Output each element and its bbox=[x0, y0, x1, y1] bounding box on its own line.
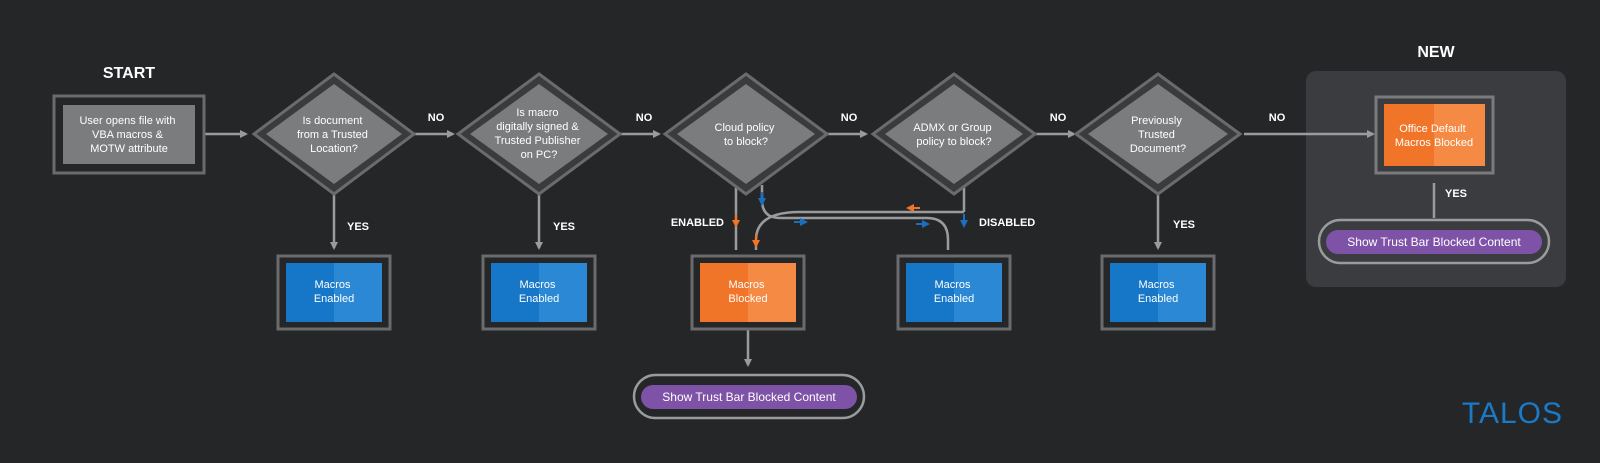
macros-enabled-5: Macros Enabled bbox=[1100, 254, 1216, 331]
svg-text:YES: YES bbox=[1445, 188, 1467, 200]
svg-text:Is document from a Trust: Is document from a Trusted Location? bbox=[297, 115, 371, 155]
svg-text:Is macro digitally signe: Is macro digitally signed & Trusted Publ… bbox=[495, 107, 584, 161]
new-label: NEW bbox=[1417, 44, 1455, 61]
decision-previously-trusted: Previously Trusted Document? bbox=[1073, 72, 1243, 196]
trust-bar-pill-2: Show Trust Bar Blocked Content bbox=[1317, 218, 1551, 265]
svg-text:NO: NO bbox=[1269, 112, 1286, 124]
svg-text:Macros Blocked: Macros Blocked bbox=[728, 279, 767, 305]
svg-text:YES: YES bbox=[553, 221, 575, 233]
trust-bar-pill-1: Show Trust Bar Blocked Content bbox=[632, 373, 866, 420]
svg-text:ADMX or Group policy to: ADMX or Group policy to block? bbox=[913, 122, 994, 148]
decision-cloud-policy: Cloud policy to block? bbox=[662, 72, 830, 196]
svg-text:YES: YES bbox=[347, 221, 369, 233]
svg-text:Office Default Macros Bl: Office Default Macros Blocked bbox=[1395, 123, 1473, 149]
svg-text:NO: NO bbox=[1050, 112, 1067, 124]
start-node: User opens file with VBA macros & MOTW a… bbox=[52, 94, 206, 175]
svg-text:Macros Enabled: Macros Enabled bbox=[1138, 279, 1178, 305]
svg-text:Show Trust Bar Blocked Content: Show Trust Bar Blocked Content bbox=[662, 390, 836, 404]
svg-text:NO: NO bbox=[841, 112, 858, 124]
edge-labels: NO NO NO NO NO YES YES YES YES ENABLED D… bbox=[347, 112, 1467, 233]
macros-enabled-2: Macros Enabled bbox=[481, 254, 597, 331]
svg-text:ENABLED: ENABLED bbox=[671, 217, 724, 229]
start-node-text: User opens file with VBA macros & MOTW a… bbox=[79, 115, 178, 155]
decision-admx-policy: ADMX or Group policy to block? bbox=[870, 72, 1038, 196]
macros-blocked: Macros Blocked bbox=[690, 254, 806, 331]
policy-arrow-markers bbox=[732, 192, 968, 248]
svg-text:Macros Enabled: Macros Enabled bbox=[314, 279, 354, 305]
svg-text:Previously Trusted: Previously Trusted Document? bbox=[1130, 115, 1186, 155]
talos-logo: TALOS bbox=[1462, 397, 1563, 430]
decision-digitally-signed: Is macro digitally signed & Trusted Publ… bbox=[455, 72, 623, 196]
svg-text:NO: NO bbox=[428, 112, 445, 124]
svg-text:DISABLED: DISABLED bbox=[979, 217, 1035, 229]
decision-trusted-location: Is document from a Trusted Location? bbox=[251, 72, 417, 196]
svg-text:Cloud policy to block?: Cloud policy to block? bbox=[715, 122, 778, 148]
svg-text:YES: YES bbox=[1173, 219, 1195, 231]
macros-enabled-1: Macros Enabled bbox=[276, 254, 392, 331]
office-default-blocked-node: Office Default Macros Blocked bbox=[1374, 95, 1495, 175]
svg-text:Macros Enabled: Macros Enabled bbox=[934, 279, 974, 305]
svg-text:NO: NO bbox=[636, 112, 653, 124]
svg-text:Macros Enabled: Macros Enabled bbox=[519, 279, 559, 305]
macros-enabled-4: Macros Enabled bbox=[896, 254, 1012, 331]
svg-text:Show Trust Bar Blocked Content: Show Trust Bar Blocked Content bbox=[1347, 235, 1521, 249]
start-label: START bbox=[103, 65, 155, 82]
